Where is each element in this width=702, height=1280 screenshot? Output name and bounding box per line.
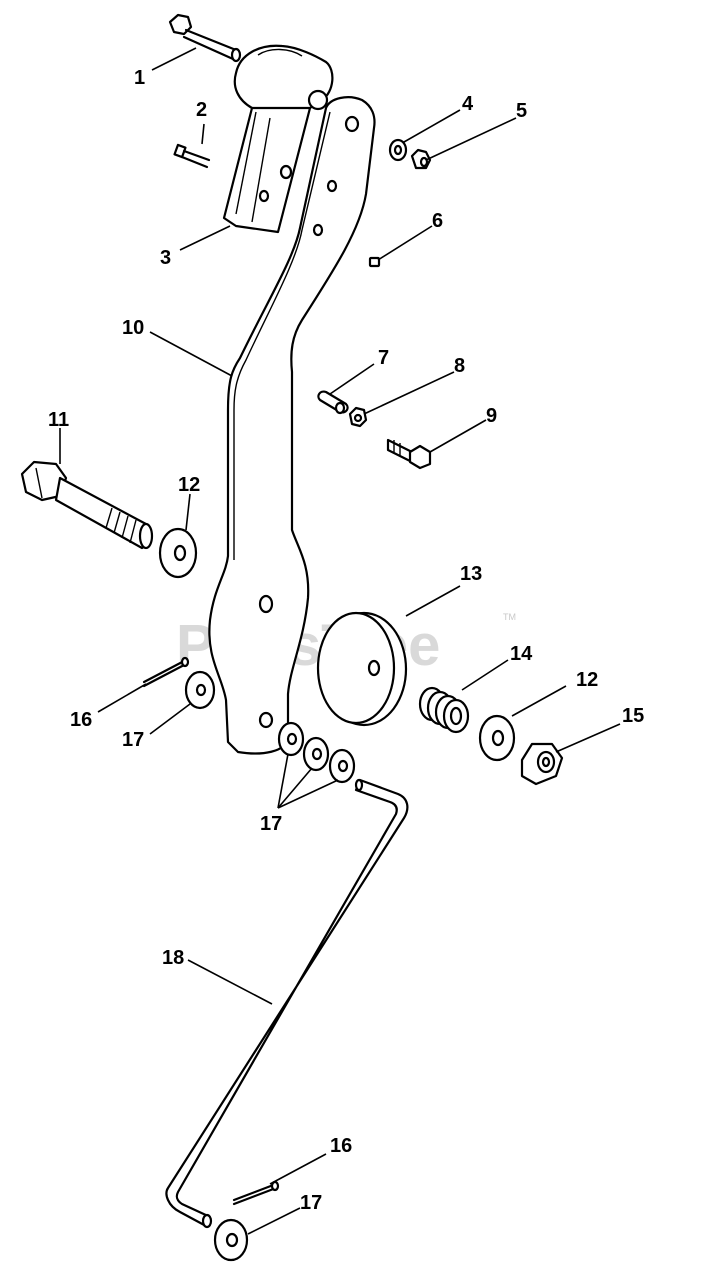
callout-18: 18 xyxy=(162,947,184,969)
part-17-washer-lower xyxy=(213,1218,249,1262)
callout-17-lower: 17 xyxy=(300,1192,322,1214)
part-16-pin-upper xyxy=(142,656,190,688)
callout-14: 14 xyxy=(510,643,533,665)
part-12-washer-left xyxy=(158,527,198,579)
callout-7: 7 xyxy=(378,347,389,369)
callout-17-set: 17 xyxy=(260,813,282,835)
part-5-nut xyxy=(410,148,432,170)
part-6-screw xyxy=(368,256,381,268)
callouts: 1 2 3 4 5 6 10 7 8 9 11 12 13 14 12 15 1… xyxy=(48,67,644,1214)
callout-6: 6 xyxy=(432,210,443,232)
callout-10: 10 xyxy=(122,317,144,339)
part-10-arm xyxy=(208,96,376,755)
part-2-bolt xyxy=(173,143,211,169)
part-9-bolt xyxy=(386,438,432,470)
leader-lines xyxy=(59,47,621,1235)
callout-16-upper: 16 xyxy=(70,709,92,731)
part-17-washer-upper xyxy=(184,670,216,710)
callout-16-lower: 16 xyxy=(330,1135,352,1157)
part-17-washer-set xyxy=(277,721,356,784)
part-16-pin-lower xyxy=(232,1180,280,1206)
callout-4: 4 xyxy=(462,93,474,115)
callout-9: 9 xyxy=(486,405,497,427)
callout-11: 11 xyxy=(48,409,69,431)
callout-2: 2 xyxy=(196,99,207,121)
part-12-washer-right xyxy=(478,714,516,762)
part-15-nut xyxy=(520,742,564,786)
callout-12-right: 12 xyxy=(576,669,598,691)
callout-13: 13 xyxy=(460,563,482,585)
part-11-bolt xyxy=(20,460,154,550)
callout-12-left: 12 xyxy=(178,474,200,496)
part-4-washer xyxy=(388,138,408,162)
part-14-spring xyxy=(418,686,470,734)
part-8-nut xyxy=(348,406,368,428)
callout-5: 5 xyxy=(516,100,527,122)
part-18-rod xyxy=(165,778,409,1229)
watermark-trademark: TM xyxy=(503,612,516,622)
callout-8: 8 xyxy=(454,355,465,377)
part-13-disk xyxy=(316,611,408,727)
callout-17-upper: 17 xyxy=(122,729,144,751)
part-7-pin xyxy=(317,390,349,415)
part-3-bracket xyxy=(222,44,334,234)
callout-15: 15 xyxy=(622,705,644,727)
callout-1: 1 xyxy=(134,67,145,89)
callout-3: 3 xyxy=(160,247,171,269)
part-1-bolt xyxy=(168,13,242,63)
